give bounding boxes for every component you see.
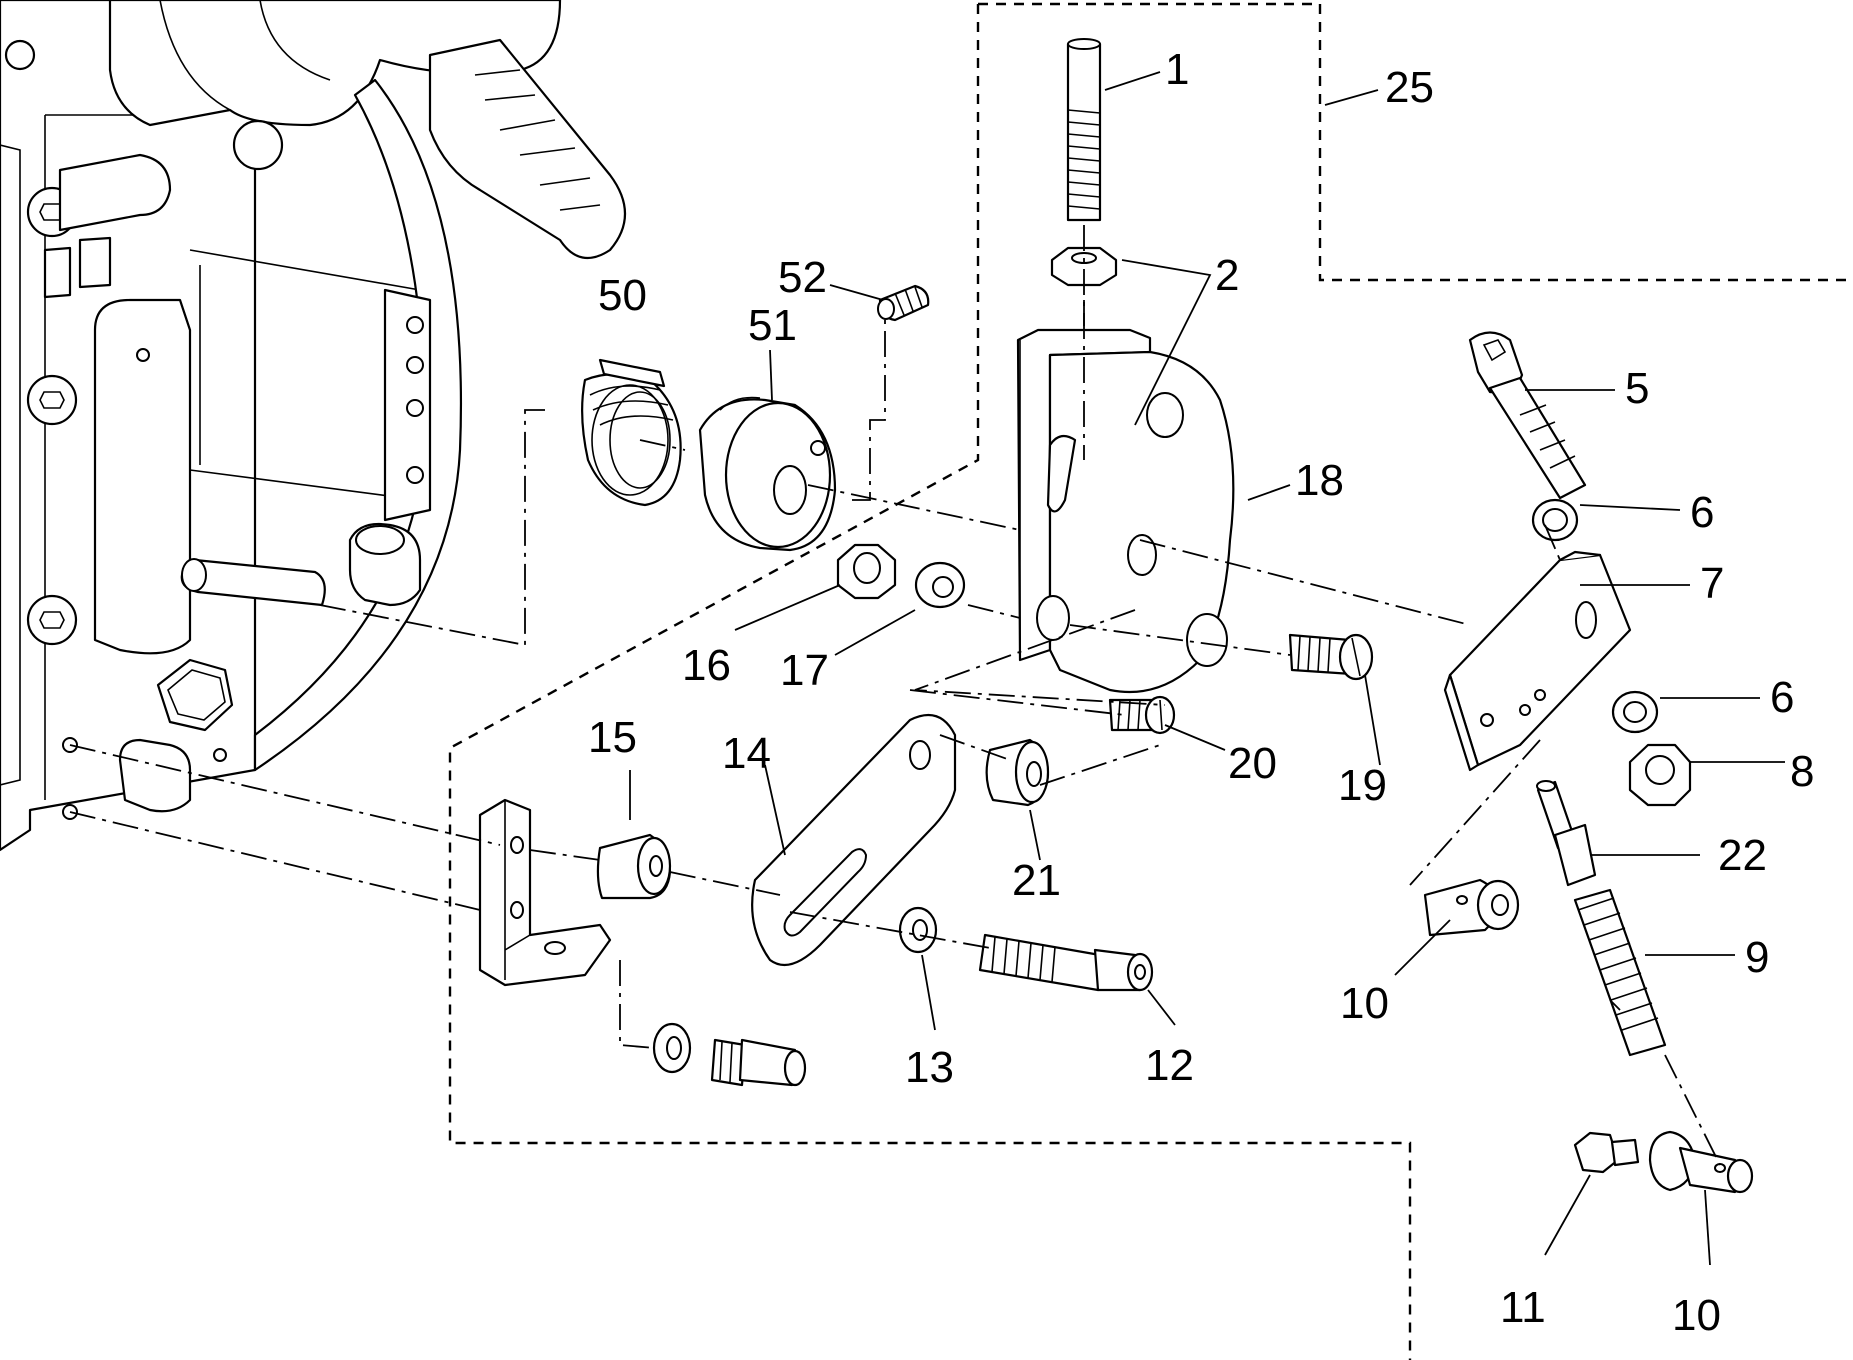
callout-6-lower: 6 [1770, 673, 1794, 722]
part-12-screw [978, 933, 1154, 992]
machine-housing [0, 0, 627, 852]
part-1-bolt [1066, 38, 1102, 222]
part-19-screw [1288, 633, 1374, 681]
part-21-spacer [985, 738, 1050, 807]
part-17-washer [914, 561, 966, 609]
part-10-bushing-upper [1423, 878, 1520, 937]
callout-7: 7 [1700, 559, 1724, 608]
callout-21: 21 [1012, 856, 1061, 905]
assembly-axis-lines [69, 225, 1721, 1166]
callout-9: 9 [1745, 933, 1769, 982]
callout-22: 22 [1718, 831, 1767, 880]
callout-11: 11 [1500, 1283, 1546, 1332]
part-8-nut [1628, 743, 1692, 807]
callout-12: 12 [1145, 1041, 1194, 1090]
callout-16: 16 [682, 641, 731, 690]
callout-20: 20 [1228, 739, 1277, 788]
callout-52: 52 [778, 253, 827, 302]
part-15-bushing [596, 833, 672, 900]
callout-5: 5 [1625, 364, 1649, 413]
callout-10-upper: 10 [1340, 979, 1389, 1028]
part-16-nut [836, 543, 897, 600]
part-6-washer-lower [1611, 690, 1659, 734]
callout-1: 1 [1165, 45, 1189, 94]
part-13-washer [898, 906, 938, 954]
part-50-spring [581, 358, 682, 507]
part-15-angle-bracket [478, 798, 612, 987]
callout-2: 2 [1215, 251, 1239, 300]
part-20-screw [1108, 695, 1176, 735]
callout-17: 17 [780, 646, 829, 695]
callout-18: 18 [1295, 456, 1344, 505]
assembly-boundary [448, 2, 1853, 1360]
part-5-capscrew [1468, 331, 1587, 500]
callout-14: 14 [722, 729, 771, 778]
part-6-washer-upper [1531, 498, 1579, 542]
part-11-hexbolt [1573, 1131, 1640, 1174]
callout-19: 19 [1338, 761, 1387, 810]
callout-13: 13 [905, 1043, 954, 1092]
part-22-pin [1536, 780, 1597, 887]
part-7-lever [1443, 550, 1632, 772]
callout-6-upper: 6 [1690, 488, 1714, 537]
callout-15: 15 [588, 713, 637, 762]
part-9-spring [1573, 888, 1667, 1057]
callout-51: 51 [748, 301, 797, 350]
part-51-hub [698, 396, 837, 552]
lower-capscrew [710, 1038, 807, 1087]
callout-labels: 1 2 25 50 51 52 5 18 6 7 16 17 6 8 15 14… [588, 45, 1814, 1340]
callout-8: 8 [1790, 747, 1814, 796]
part-18-bracket [1016, 328, 1235, 694]
callout-10-lower: 10 [1672, 1291, 1721, 1340]
part-52-setscrew [877, 284, 930, 322]
lower-washer [652, 1022, 692, 1074]
leader-lines [629, 71, 1785, 1266]
callout-25: 25 [1385, 63, 1434, 112]
callout-50: 50 [598, 271, 647, 320]
part-10-pin-lower [1648, 1130, 1754, 1194]
